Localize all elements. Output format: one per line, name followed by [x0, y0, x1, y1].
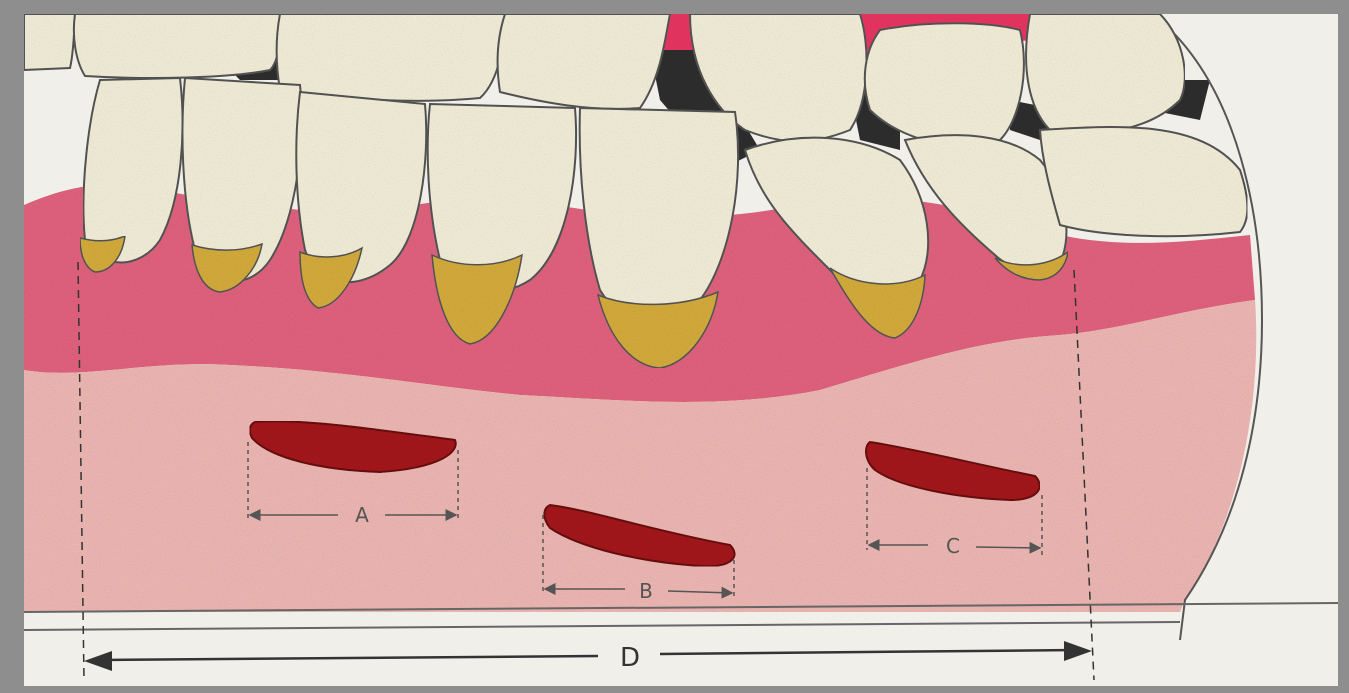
upper-tooth-4: [498, 14, 670, 109]
label-b: B: [639, 579, 653, 603]
label-a: A: [355, 503, 369, 527]
upper-tooth-1: [24, 14, 75, 70]
upper-tooth-2: [74, 14, 281, 78]
label-c: C: [946, 534, 960, 558]
upper-tooth-7: [1026, 14, 1185, 133]
upper-tooth-3: [277, 14, 505, 101]
label-d: D: [620, 643, 640, 673]
